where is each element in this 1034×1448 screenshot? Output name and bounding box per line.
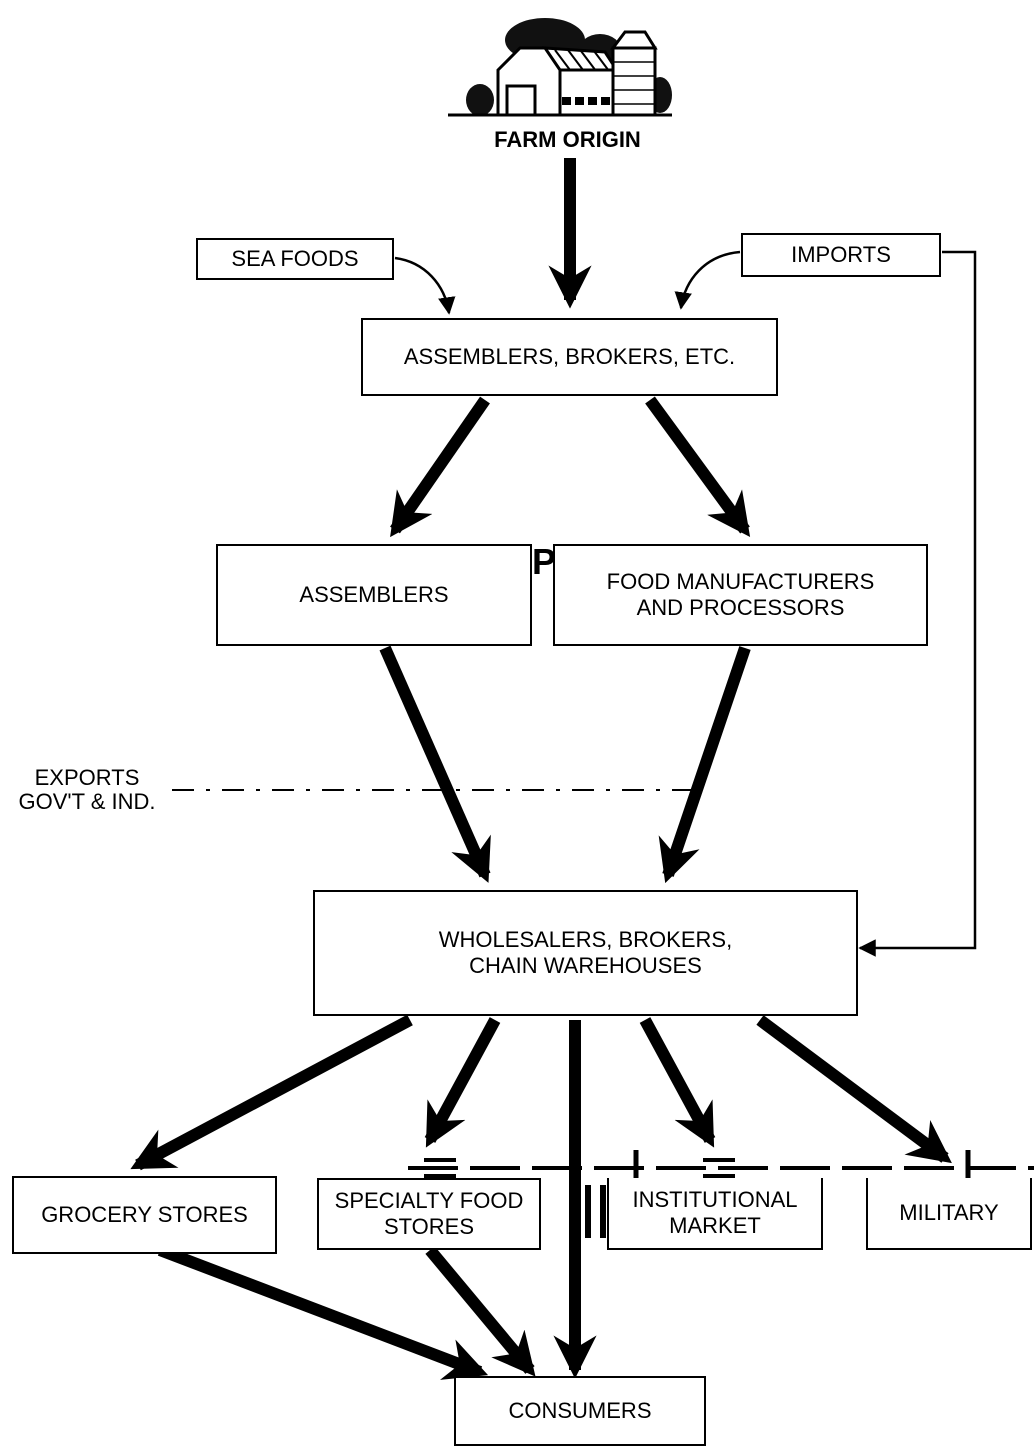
imports-box: IMPORTS: [741, 233, 941, 277]
farm-origin-label: FARM ORIGIN: [494, 127, 641, 152]
food-manufacturers-line1: FOOD MANUFACTURERS: [606, 569, 875, 595]
wholesalers-line2: CHAIN WAREHOUSES: [469, 953, 702, 978]
assemblers-label: ASSEMBLERS: [299, 582, 449, 608]
specialty-stores-box: SPECIALTY FOOD STORES: [317, 1178, 541, 1250]
institutional-market-line2: MARKET: [669, 1213, 761, 1238]
wholesalers-box: WHOLESALERS, BROKERS, CHAIN WAREHOUSES: [313, 890, 858, 1016]
specialty-stores-line1: SPECIALTY FOOD: [334, 1188, 524, 1214]
assemblers-box: ASSEMBLERS: [216, 544, 532, 646]
retail-separator: [408, 1150, 1034, 1238]
barn-silo-icon: [448, 18, 672, 117]
arrow-brokers-to-assemblers: [390, 396, 490, 538]
exports-line1: EXPORTS: [34, 765, 140, 790]
sea-foods-box: SEA FOODS: [196, 238, 394, 280]
arrow-specialty-to-consumers: [425, 1246, 536, 1377]
arrow-wholesalers-to-military: [756, 1015, 952, 1164]
arrow-grocery-to-consumers: [157, 1244, 489, 1380]
grocery-stores-label: GROCERY STORES: [41, 1202, 248, 1228]
arrow-assemblers-to-wholesalers: [379, 645, 491, 883]
military-box: MILITARY: [866, 1178, 1032, 1250]
institutional-market-line1: INSTITUTIONAL: [632, 1187, 798, 1213]
exports-line2: GOV'T & IND.: [18, 789, 156, 815]
arrow-imports-to-wholesalers: [858, 250, 977, 957]
arrow-wholesalers-to-grocery: [130, 1014, 413, 1171]
arrow-seafoods-to-brokers: [394, 256, 456, 315]
thin-arrows: [394, 250, 977, 957]
arrow-brokers-to-manufacturers: [645, 396, 751, 537]
arrow-wholesalers-to-institutional: [639, 1017, 716, 1148]
wholesalers-line1: WHOLESALERS, BROKERS,: [438, 927, 733, 953]
exports-label: EXPORTS GOV'T & IND.: [4, 765, 170, 815]
specialty-stores-line2: STORES: [383, 1214, 475, 1239]
consumers-box: CONSUMERS: [454, 1376, 706, 1446]
grocery-stores-box: GROCERY STORES: [12, 1176, 277, 1254]
sea-foods-label: SEA FOODS: [231, 246, 359, 272]
arrow-manufacturers-to-wholesalers: [658, 646, 751, 884]
consumers-label: CONSUMERS: [508, 1398, 652, 1424]
military-label: MILITARY: [899, 1200, 999, 1226]
arrow-imports-to-brokers: [674, 250, 741, 310]
p-mark: P: [531, 541, 556, 582]
imports-label: IMPORTS: [791, 242, 891, 268]
assemblers-brokers-label: ASSEMBLERS, BROKERS, ETC.: [403, 344, 736, 370]
food-manufacturers-line2: AND PROCESSORS: [636, 595, 845, 620]
assemblers-brokers-box: ASSEMBLERS, BROKERS, ETC.: [361, 318, 778, 396]
arrow-wholesalers-to-specialty: [424, 1017, 501, 1148]
flow-arrows: [130, 158, 952, 1380]
institutional-market-box: INSTITUTIONAL MARKET: [607, 1178, 823, 1250]
food-manufacturers-box: FOOD MANUFACTURERS AND PROCESSORS: [553, 544, 928, 646]
